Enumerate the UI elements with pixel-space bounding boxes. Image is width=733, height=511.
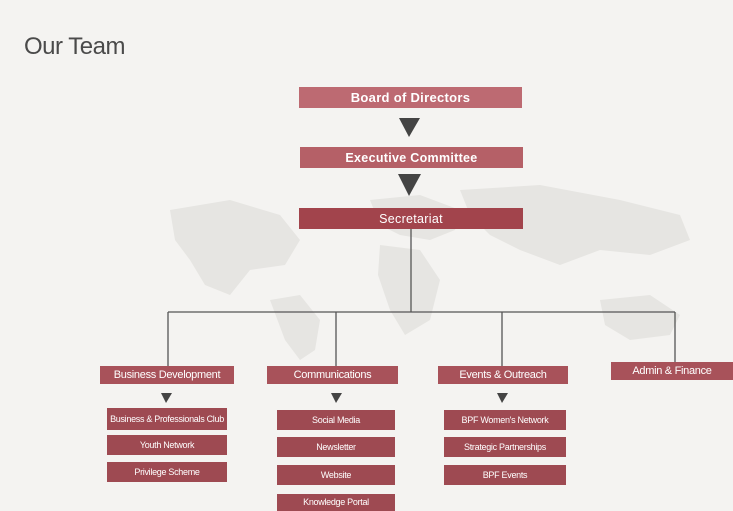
department-communications: Communications [267,366,398,384]
unit-bpf-events: BPF Events [444,465,566,485]
unit-privilege-scheme: Privilege Scheme [107,462,227,482]
unit-youth-network: Youth Network [107,435,227,455]
executive-committee-box: Executive Committee [300,147,523,168]
department-business-development: Business Development [100,366,234,384]
unit-business-professionals-club: Business & Professionals Club [107,408,227,430]
arrow-down-icon [161,393,172,403]
unit-strategic-partnerships: Strategic Partnerships [444,437,566,457]
unit-knowledge-portal: Knowledge Portal [277,494,395,511]
board-of-directors-box: Board of Directors [299,87,522,108]
page-title: Our Team [24,33,125,60]
unit-newsletter: Newsletter [277,437,395,457]
unit-bpf-womens-network: BPF Women's Network [444,410,566,430]
arrow-down-icon [331,393,342,403]
department-events-outreach: Events & Outreach [438,366,568,384]
department-admin-finance: Admin & Finance [611,362,733,380]
arrow-down-icon [398,174,421,196]
unit-social-media: Social Media [277,410,395,430]
arrow-down-icon [497,393,508,403]
secretariat-box: Secretariat [299,208,523,229]
arrow-down-icon [399,118,420,137]
unit-website: Website [277,465,395,485]
